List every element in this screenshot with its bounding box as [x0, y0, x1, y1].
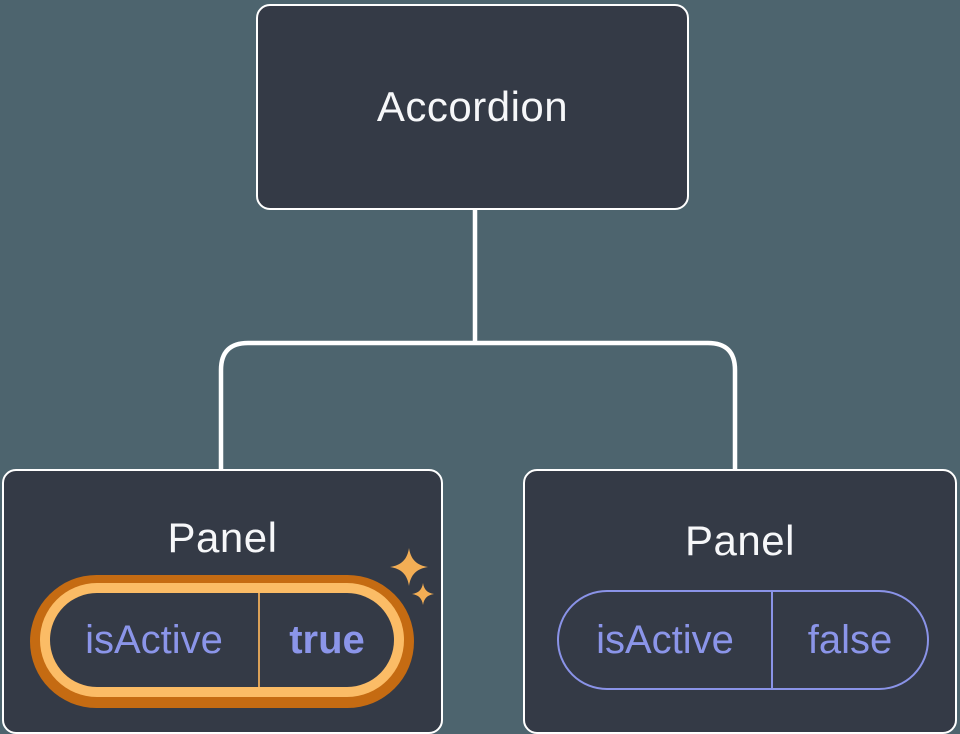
- state-key-label: isActive: [85, 617, 223, 662]
- state-value-label: false: [807, 617, 893, 662]
- panel-node-active: Panel isActive true: [2, 469, 443, 734]
- state-value-label: true: [289, 617, 365, 662]
- state-key-label: isActive: [596, 617, 734, 662]
- panel-active-title: Panel: [167, 514, 278, 561]
- connector-branch: [218, 340, 738, 470]
- highlight-ring-outer: isActive true: [30, 575, 414, 708]
- pill-divider: [258, 593, 260, 687]
- panel-inactive-title: Panel: [685, 517, 795, 564]
- sparkle-icon-small: [412, 583, 434, 605]
- highlight-ring-inner: isActive true: [40, 583, 404, 697]
- state-pill-inactive: isActive false: [557, 590, 929, 690]
- state-pill-active: isActive true: [50, 593, 394, 687]
- accordion-node-label: Accordion: [376, 83, 569, 130]
- accordion-node: Accordion: [256, 4, 689, 210]
- panel-node-inactive: Panel isActive false: [523, 469, 957, 734]
- pill-divider: [771, 592, 773, 688]
